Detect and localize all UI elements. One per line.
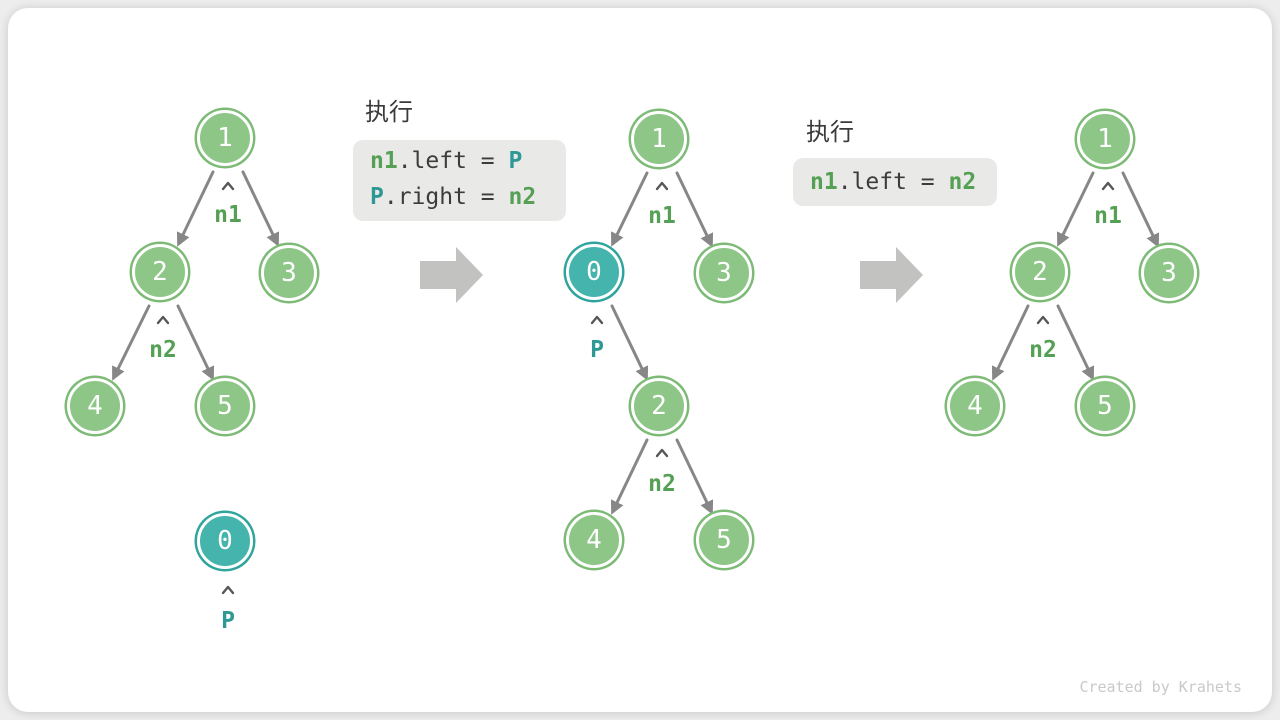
- exec-title-2: 执行: [806, 118, 854, 146]
- tree1-edge-1-2: [176, 170, 215, 247]
- code-token: P: [508, 148, 523, 174]
- tree1-node-4: 4: [67, 378, 123, 434]
- pointer-label-n2: n2: [648, 471, 676, 497]
- tree3-edge-1-2: [1057, 171, 1095, 247]
- caret-up-icon: [655, 181, 669, 191]
- tree3-node-1: 1: [1077, 111, 1133, 167]
- exec-title-1: 执行: [365, 98, 413, 126]
- tree2-edge-2-5: [675, 438, 714, 515]
- tree2-node-3: 3: [696, 245, 752, 301]
- code-box-1: n1.left = P P.right = n2: [353, 140, 566, 221]
- caret-up-icon: [1101, 181, 1115, 191]
- tree2-edge-1-0: [611, 171, 649, 247]
- caret-up-icon: [655, 448, 669, 458]
- tree2-edge-0-2: [610, 304, 649, 381]
- tree2-node-1: 1: [631, 111, 687, 167]
- caret-up-icon: [221, 585, 235, 595]
- tree3-node-3: 3: [1141, 245, 1197, 301]
- caret-up-icon: [590, 315, 604, 325]
- code-token: .left =: [837, 169, 949, 195]
- tree2-node-4: 4: [566, 512, 622, 568]
- tree1-node-2: 2: [132, 244, 188, 300]
- tree1-edge-1-3: [241, 170, 280, 247]
- tree3-edge-2-4: [991, 304, 1030, 381]
- code-token: P: [370, 184, 384, 210]
- tree2-edge-1-3: [675, 171, 714, 248]
- pointer-label-n2: n2: [149, 337, 177, 363]
- pointer-label-p: P: [221, 608, 235, 634]
- code-token: n2: [508, 184, 537, 210]
- code-token: n1: [810, 169, 838, 195]
- tree1-edge-2-5: [176, 304, 215, 381]
- flow-arrow-icon-1: [420, 247, 483, 303]
- tree1-node-5: 5: [197, 378, 253, 434]
- code-line: n1.left = P: [353, 143, 566, 179]
- pointer-label-n2: n2: [1029, 337, 1057, 363]
- code-token: .left =: [397, 148, 509, 174]
- code-box-2: n1.left = n2: [793, 158, 997, 206]
- tree1-node-1: 1: [197, 110, 253, 166]
- pointer-label-n1: n1: [1094, 203, 1122, 229]
- tree3-node-2: 2: [1012, 244, 1068, 300]
- code-line: n1.left = n2: [793, 158, 997, 206]
- tree1-node-p: 0: [197, 513, 253, 569]
- tree3-edge-2-5: [1056, 304, 1095, 381]
- watermark-credit: Created by Krahets: [1079, 678, 1242, 696]
- caret-up-icon: [221, 181, 235, 191]
- tree1-edge-2-4: [112, 304, 151, 381]
- pointer-label-p: P: [590, 337, 604, 363]
- tree3-node-4: 4: [947, 378, 1003, 434]
- caret-up-icon: [1036, 315, 1050, 325]
- tree3-edge-1-3: [1121, 171, 1160, 248]
- tree1-node-3: 3: [261, 245, 317, 301]
- pointer-label-n1: n1: [648, 203, 676, 229]
- caret-up-icon: [156, 315, 170, 325]
- tree2-edge-2-4: [610, 438, 649, 515]
- tree2-node-5: 5: [696, 512, 752, 568]
- tree2-node-2: 2: [631, 378, 687, 434]
- code-line: P.right = n2: [353, 179, 566, 215]
- pointer-label-n1: n1: [214, 202, 242, 228]
- code-token: n2: [948, 169, 977, 195]
- code-token: n1: [370, 148, 398, 174]
- tree2-node-p: 0: [566, 244, 622, 300]
- tree3-node-5: 5: [1077, 378, 1133, 434]
- flow-arrow-icon-2: [860, 247, 923, 303]
- code-token: .right =: [383, 184, 509, 210]
